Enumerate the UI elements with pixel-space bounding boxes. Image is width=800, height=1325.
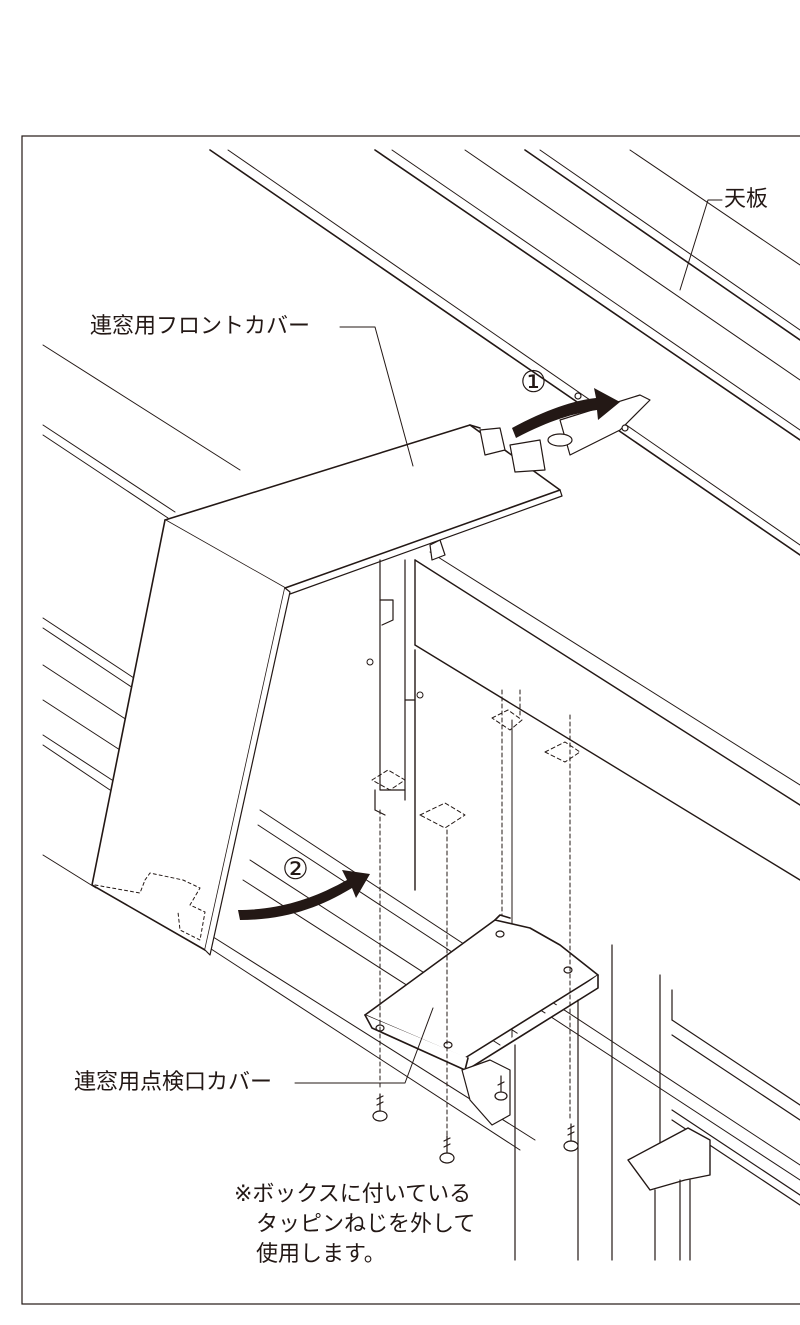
note-line-2: タッピンねじを外して (256, 1212, 476, 1237)
screw-guides (371, 689, 581, 1136)
screws (372, 1075, 579, 1164)
step2-arrow-icon (238, 870, 370, 920)
step2-number: ② (282, 852, 309, 887)
note-line-1: ※ボックスに付いている (234, 1182, 472, 1207)
lower-bracket (461, 1059, 511, 1126)
top-clip (429, 392, 651, 561)
leader-lines (294, 199, 723, 1084)
window-frame (514, 944, 800, 1261)
step-arrows (238, 388, 620, 920)
front-cover-label: 連窓用フロントカバー (90, 314, 311, 339)
box-body (366, 551, 800, 1041)
top-plate-lines (42, 149, 800, 556)
step1-arrow-icon (512, 388, 620, 438)
front-cover-shape (91, 424, 563, 956)
step1-number: ① (520, 365, 547, 400)
screw-note: ※ボックスに付いている タッピンねじを外して 使用します。 (234, 1180, 475, 1270)
note-line-3: 使用します。 (256, 1242, 386, 1267)
diagram-frame (21, 135, 800, 1305)
inspection-cover-label: 連窓用点検口カバー (74, 1070, 273, 1095)
center-bracket (374, 559, 416, 816)
top-plate-label: 天板 (724, 187, 769, 212)
inspection-cover-shape (364, 914, 599, 1071)
hidden-tabs (94, 872, 206, 941)
